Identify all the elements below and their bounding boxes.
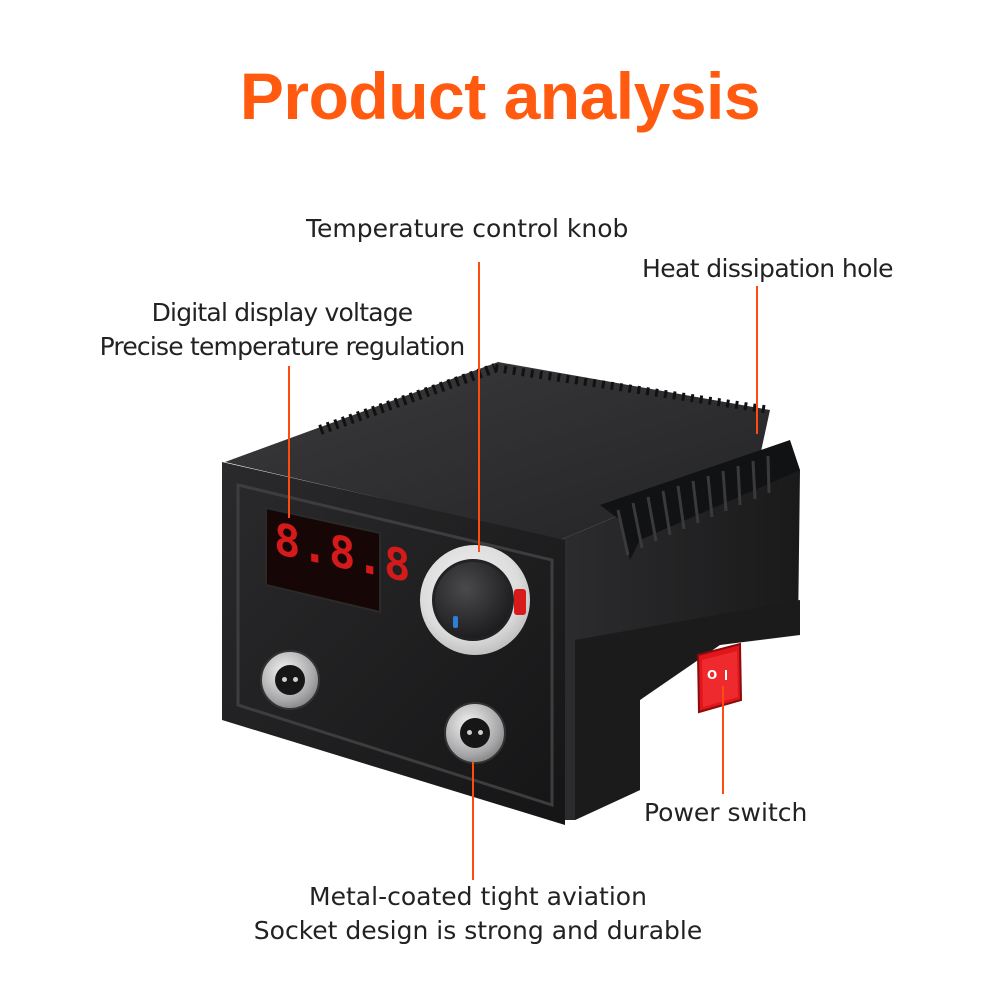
label-heat-dissipation-hole: Heat dissipation hole <box>642 254 894 283</box>
front-panel-frame <box>236 483 554 808</box>
leader-line-display <box>288 366 290 518</box>
leader-line-socket <box>472 762 474 880</box>
label-power-switch: Power switch <box>644 798 808 827</box>
page-title: Product analysis <box>239 59 761 133</box>
knob-cap <box>432 559 514 641</box>
knob-scale-red <box>514 589 526 615</box>
leader-line-knob <box>478 262 480 552</box>
knob-indicator <box>453 616 458 628</box>
power-switch-symbol: O <box>707 668 718 682</box>
heat-dissipation-fins <box>600 440 800 560</box>
digital-display <box>265 506 381 614</box>
aviation-socket-right[interactable] <box>444 702 506 764</box>
label-socket-line2: Socket design is strong and durable <box>253 916 703 945</box>
label-temperature-knob: Temperature control knob <box>306 214 629 243</box>
label-display-line2: Precise temperature regulation <box>99 332 466 361</box>
label-display-line1: Digital display voltage <box>151 298 414 327</box>
label-aviation-socket: Metal-coated tight aviation Socket desig… <box>228 880 728 948</box>
socket-right-inner <box>460 718 490 748</box>
leader-line-power <box>722 686 724 794</box>
label-digital-display: Digital display voltage Precise temperat… <box>96 296 468 364</box>
socket-left-inner <box>275 665 305 695</box>
power-switch-dash <box>725 670 727 680</box>
power-switch <box>696 642 743 714</box>
label-socket-line1: Metal-coated tight aviation <box>309 882 647 911</box>
aviation-socket-left[interactable] <box>260 650 320 710</box>
top-fins <box>318 363 771 435</box>
leader-line-heat <box>756 286 758 434</box>
temperature-control-knob[interactable] <box>420 545 530 655</box>
